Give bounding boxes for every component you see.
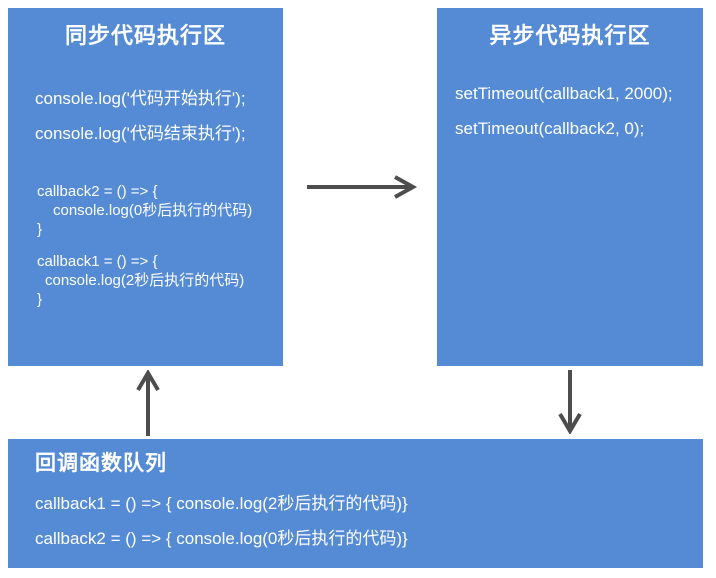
arrow-right-icon xyxy=(307,175,418,199)
sync-code-line: console.log('代码结束执行'); xyxy=(35,124,246,143)
arrow-down-icon xyxy=(558,370,582,434)
code-line: console.log(0秒后执行的代码) xyxy=(53,202,253,219)
sync-code-box: 同步代码执行区 console.log('代码开始执行'); console.l… xyxy=(8,8,283,366)
sync-code-line: console.log('代码开始执行'); xyxy=(35,89,246,108)
arrow-up-icon xyxy=(136,370,160,436)
callback1-definition-block: callback1 = () => { console.log(2秒后执行的代码… xyxy=(37,252,244,309)
queue-code-line: callback1 = () => { console.log(2秒后执行的代码… xyxy=(35,494,408,513)
code-line: } xyxy=(37,221,43,238)
queue-box-title: 回调函数队列 xyxy=(35,452,167,475)
callback2-definition-block: callback2 = () => { console.log(0秒后执行的代码… xyxy=(37,182,252,239)
async-code-line: setTimeout(callback1, 2000); xyxy=(455,84,673,103)
queue-code-line: callback2 = () => { console.log(0秒后执行的代码… xyxy=(35,529,408,548)
code-line: } xyxy=(37,291,43,308)
callback-queue-box: 回调函数队列 callback1 = () => { console.log(2… xyxy=(8,439,703,568)
code-line: callback1 = () => { xyxy=(37,253,158,270)
async-code-box: 异步代码执行区 setTimeout(callback1, 2000); set… xyxy=(437,8,703,366)
async-box-title: 异步代码执行区 xyxy=(489,23,651,48)
async-code-line: setTimeout(callback2, 0); xyxy=(455,119,645,138)
code-line: console.log(2秒后执行的代码) xyxy=(45,272,245,289)
code-line: callback2 = () => { xyxy=(37,183,158,200)
sync-box-title: 同步代码执行区 xyxy=(64,23,226,48)
